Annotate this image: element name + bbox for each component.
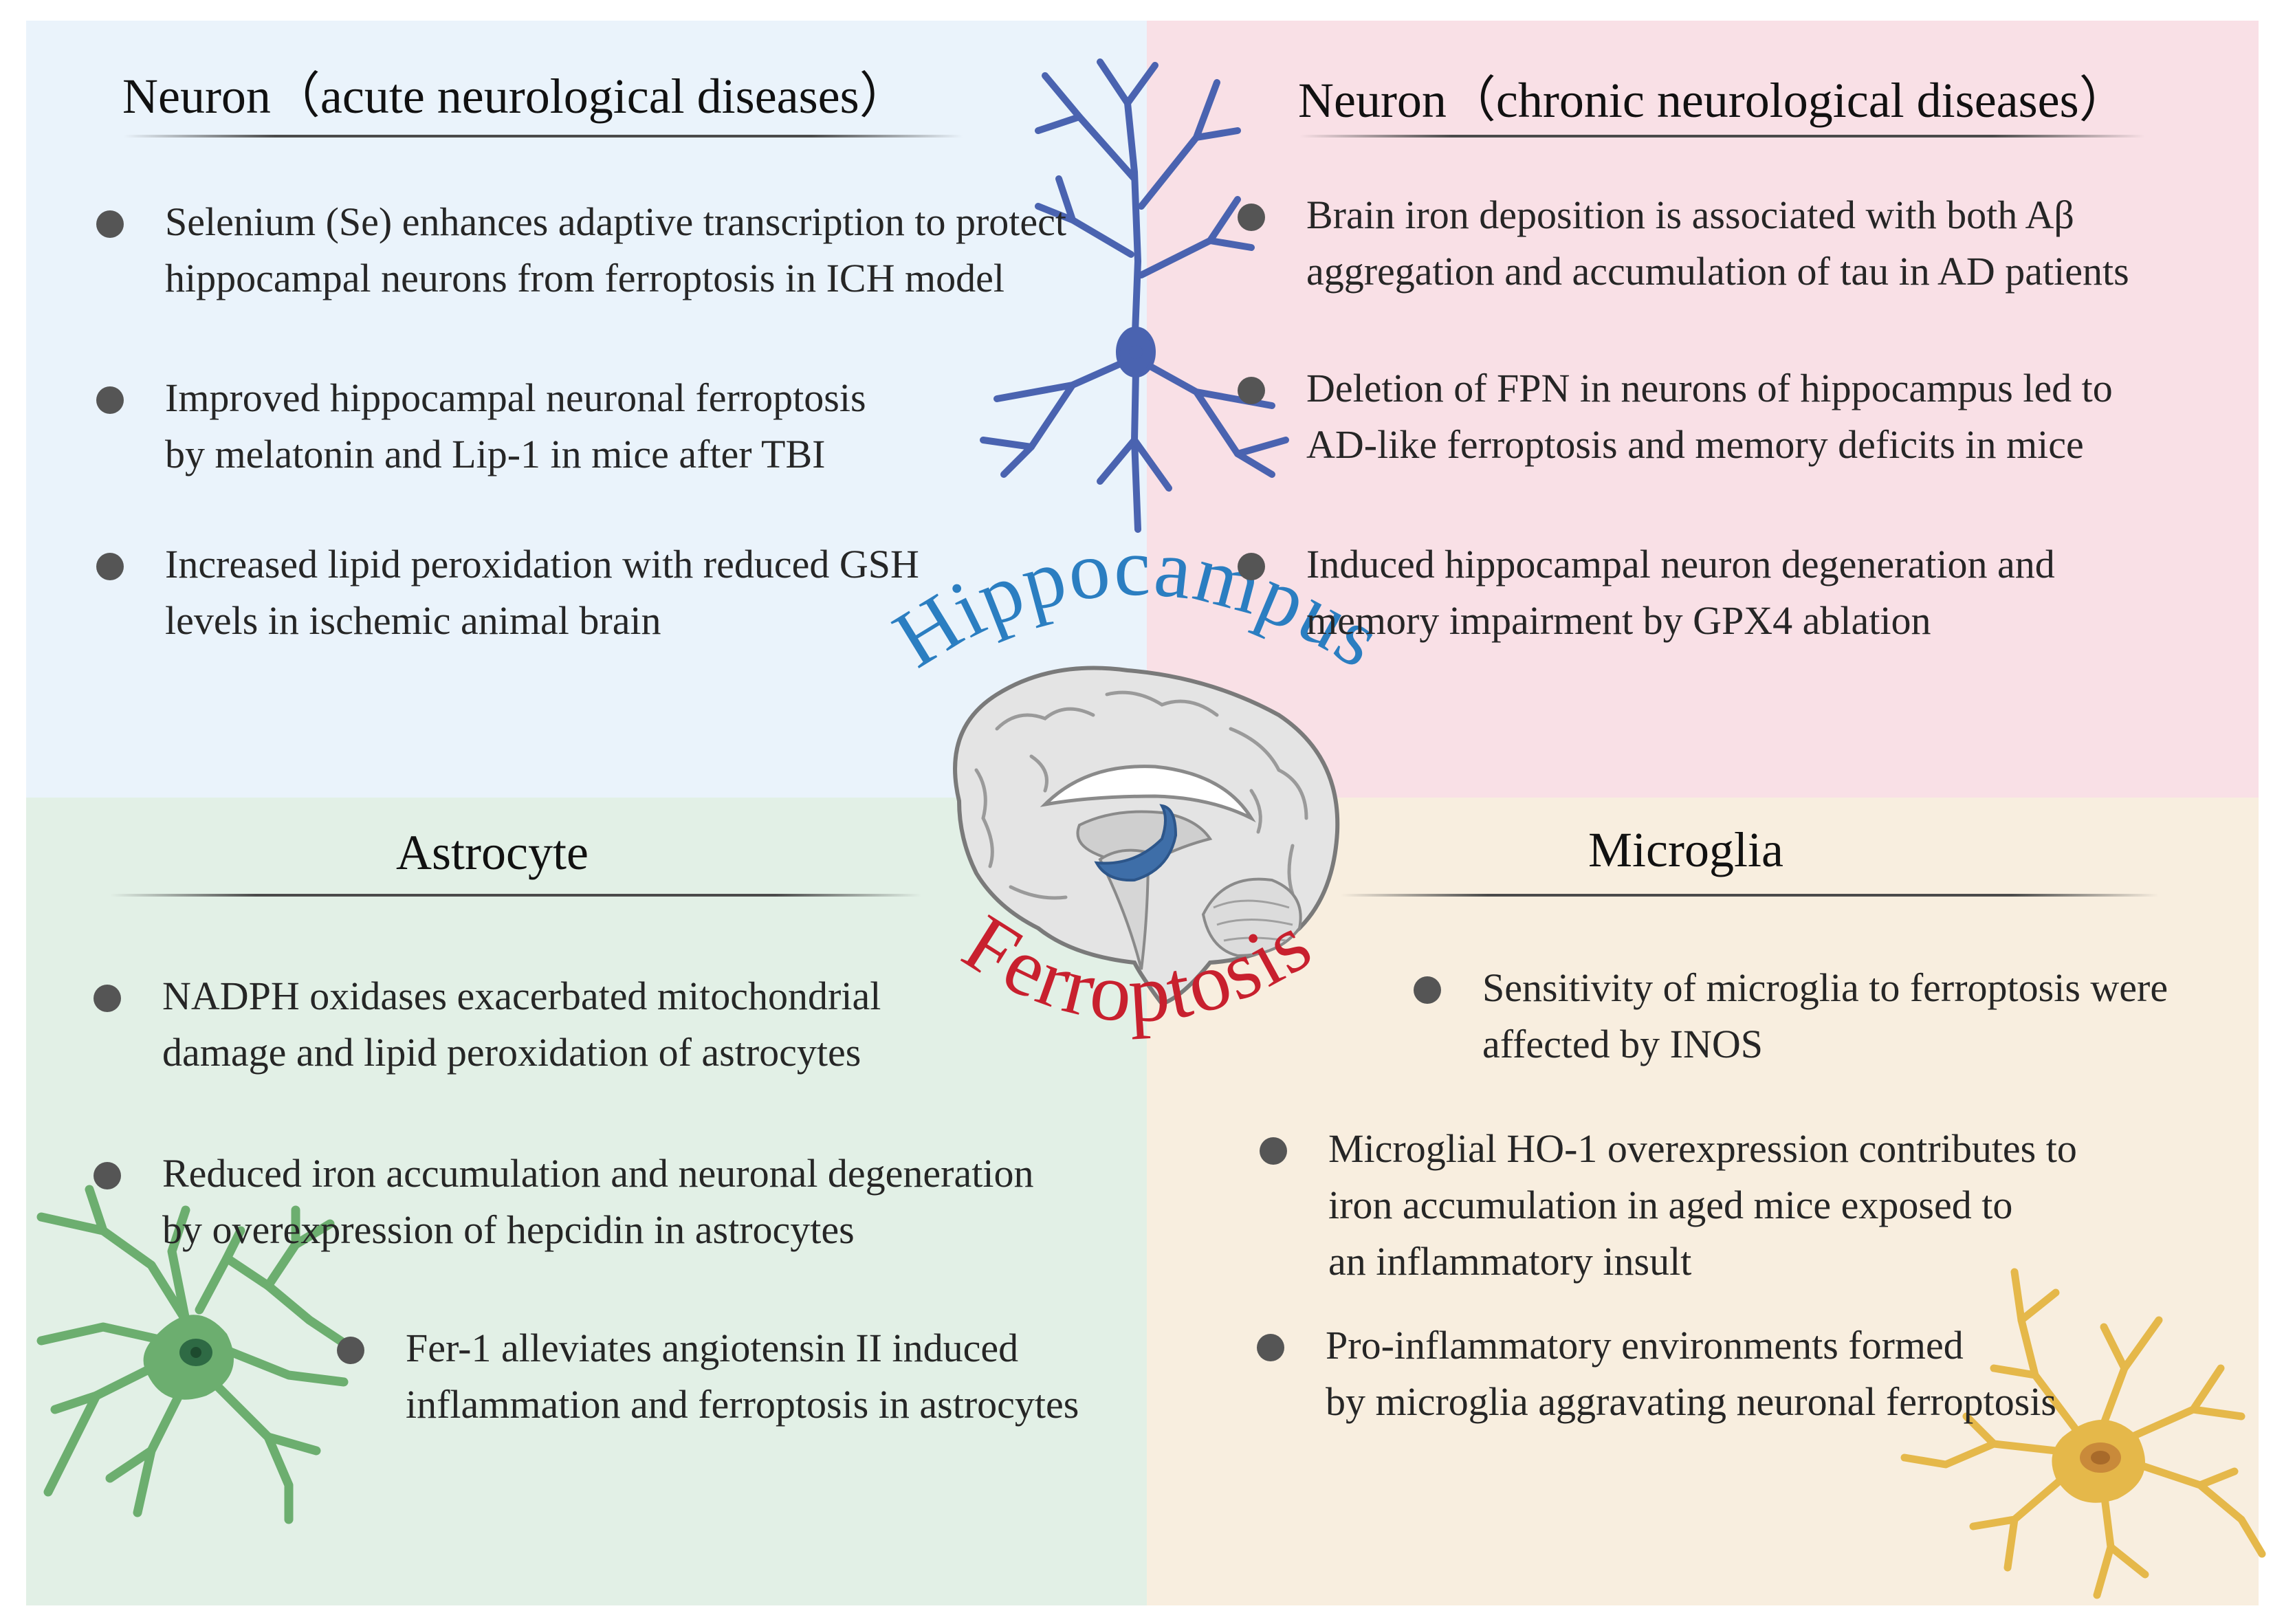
bullet-dot <box>96 210 124 238</box>
microglia-heading-rule <box>1341 894 2159 897</box>
bullet-dot <box>1238 377 1265 404</box>
acute-panel-heading: Neuron（acute neurological diseases） <box>122 69 909 124</box>
chronic-heading-rule <box>1299 135 2145 138</box>
bullet-dot <box>1238 553 1265 580</box>
bullet-dot <box>94 985 121 1012</box>
astrocyte-bullet-3: Fer-1 alleviates angiotensin II induced … <box>337 1320 1079 1433</box>
astrocyte-icon <box>36 1185 355 1524</box>
bullet-dot <box>96 386 124 414</box>
bullet-dot <box>94 1162 121 1189</box>
chronic-bullet-3: Induced hippocampal neuron degeneration … <box>1238 536 2055 649</box>
astrocyte-heading-rule <box>110 894 921 897</box>
bullet-dot <box>1238 204 1265 231</box>
acute-bullet-3: Increased lipid peroxidation with reduce… <box>96 536 919 649</box>
astrocyte-panel-background <box>26 798 1147 1605</box>
acute-bullet-1: Selenium (Se) enhances adaptive transcri… <box>96 194 1066 307</box>
acute-bullet-2: Improved hippocampal neuronal ferroptosi… <box>96 370 866 483</box>
acute-heading-rule <box>124 135 963 138</box>
microglia-bullet-3: Pro-inflammatory environments formed by … <box>1257 1317 2056 1430</box>
microglia-bullet-2: Microglial HO-1 overexpression contribut… <box>1260 1121 2077 1290</box>
astrocyte-bullet-1: NADPH oxidases exacerbated mitochondrial… <box>94 968 881 1081</box>
bullet-dot <box>1257 1334 1284 1361</box>
microglia-bullet-1: Sensitivity of microglia to ferroptosis … <box>1414 960 2168 1073</box>
bullet-dot <box>337 1337 364 1364</box>
astrocyte-panel-heading: Astrocyte <box>396 825 589 880</box>
astrocyte-bullet-2: Reduced iron accumulation and neuronal d… <box>94 1145 1033 1258</box>
chronic-panel-heading: Neuron（chronic neurological diseases） <box>1298 73 2129 128</box>
microglia-icon <box>1900 1268 2266 1599</box>
acute-panel-background <box>26 21 1147 798</box>
brain-sagittal-icon <box>953 666 1340 1007</box>
bullet-dot <box>1260 1137 1287 1165</box>
neuron-icon <box>980 58 1289 533</box>
chronic-panel-background <box>1147 21 2259 798</box>
microglia-panel-heading: Microglia <box>1588 822 1783 877</box>
bullet-dot <box>1414 976 1441 1004</box>
chronic-bullet-1: Brain iron deposition is associated with… <box>1238 187 2129 300</box>
chronic-bullet-2: Deletion of FPN in neurons of hippocampu… <box>1238 360 2113 473</box>
bullet-dot <box>96 553 124 580</box>
